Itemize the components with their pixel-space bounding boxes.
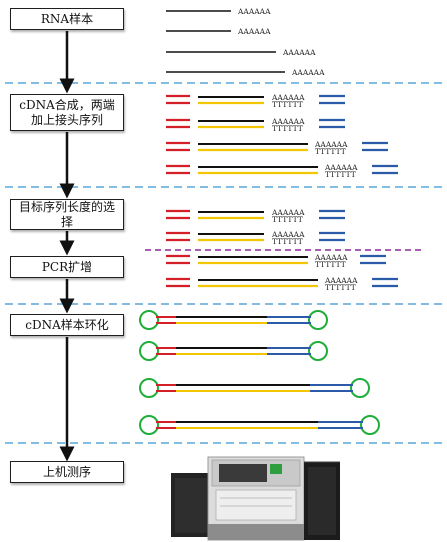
polyA-tail: AAAAAA bbox=[271, 117, 305, 126]
cdna-fragment: AAAAAA TTTTTT bbox=[166, 140, 388, 156]
loop-right bbox=[308, 341, 328, 361]
loop-left bbox=[139, 341, 159, 361]
polyA-tail: AAAAAA bbox=[271, 230, 305, 239]
circularized-cdna bbox=[139, 310, 380, 435]
selected-fragments: AAAAAA TTTTTT AAAAAA TTTTTT AAAAAA TTTTT… bbox=[166, 208, 398, 292]
loop-left bbox=[139, 415, 159, 435]
tower-panel bbox=[308, 467, 336, 535]
loop-right bbox=[308, 310, 328, 330]
polyA-tail: AAAAAA bbox=[324, 163, 358, 172]
polyA-tail: AAAAAA bbox=[237, 7, 271, 16]
section-dividers bbox=[5, 82, 443, 444]
rna-strand: AAAAAA bbox=[166, 27, 271, 36]
stage-sequencing: 上机测序 bbox=[10, 461, 124, 483]
rna-strand: AAAAAA bbox=[166, 68, 325, 77]
polyA-tail: AAAAAA bbox=[314, 140, 348, 149]
polyA-tail: AAAAAA bbox=[324, 276, 358, 285]
circular-molecule bbox=[139, 341, 328, 361]
stage-label: 上机测序 bbox=[42, 464, 91, 479]
stage-label: cDNA合成，两端加上接头序列 bbox=[19, 97, 115, 127]
loop-left bbox=[139, 310, 159, 330]
sequencer-base bbox=[208, 524, 304, 540]
stage-cdna-synthesis: cDNA合成，两端加上接头序列 bbox=[10, 94, 124, 131]
circular-molecule bbox=[139, 415, 380, 435]
stage-label: cDNA样本环化 bbox=[25, 317, 109, 332]
polyA-tail: AAAAAA bbox=[237, 27, 271, 36]
polyT-tail: TTTTTT bbox=[325, 283, 356, 292]
cdna-fragment: AAAAAA TTTTTT bbox=[166, 253, 386, 269]
polyT-tail: TTTTTT bbox=[272, 215, 303, 224]
sequencer-logo-badge bbox=[270, 464, 282, 474]
cdna-adapter-set: AAAAAA TTTTTT AAAAAA TTTTTT AAAAAA TTTTT… bbox=[166, 93, 398, 179]
polyT-tail: TTTTTT bbox=[315, 260, 346, 269]
loop-right bbox=[360, 415, 380, 435]
polyA-tail: AAAAAA bbox=[282, 48, 316, 57]
polyA-tail: AAAAAA bbox=[271, 208, 305, 217]
stage-label: 目标序列长度的选择 bbox=[18, 199, 115, 229]
stage-pcr: PCR扩增 bbox=[10, 256, 124, 278]
cdna-fragment: AAAAAA TTTTTT bbox=[166, 117, 345, 133]
polyT-tail: TTTTTT bbox=[272, 237, 303, 246]
stage-rna-sample: RNA样本 bbox=[10, 8, 124, 30]
rna-strand: AAAAAA bbox=[166, 48, 316, 57]
cdna-fragment: AAAAAA TTTTTT bbox=[166, 208, 345, 224]
sequencer-window bbox=[219, 464, 267, 482]
loop-left bbox=[139, 378, 159, 398]
sequencer-panel bbox=[215, 489, 297, 521]
stage-label: RNA样本 bbox=[40, 11, 94, 26]
circular-molecule bbox=[139, 378, 370, 398]
loop-right bbox=[350, 378, 370, 398]
circular-molecule bbox=[139, 310, 328, 330]
polyA-tail: AAAAAA bbox=[271, 93, 305, 102]
cdna-fragment: AAAAAA TTTTTT bbox=[166, 163, 398, 179]
cdna-fragment: AAAAAA TTTTTT bbox=[166, 276, 398, 292]
sequencer-machine-icon bbox=[171, 456, 340, 541]
sequencer-side-panel bbox=[175, 478, 207, 533]
stage-label: PCR扩增 bbox=[41, 259, 93, 274]
polyT-tail: TTTTTT bbox=[315, 147, 346, 156]
rna-strands: AAAAAA AAAAAA AAAAAA AAAAAA bbox=[166, 7, 325, 77]
polyT-tail: TTTTTT bbox=[325, 170, 356, 179]
polyA-tail: AAAAAA bbox=[291, 68, 325, 77]
cdna-fragment: AAAAAA TTTTTT bbox=[166, 93, 345, 109]
rna-strand: AAAAAA bbox=[166, 7, 271, 16]
polyA-tail: AAAAAA bbox=[314, 253, 348, 262]
cdna-fragment: AAAAAA TTTTTT bbox=[166, 230, 345, 246]
polyT-tail: TTTTTT bbox=[272, 100, 303, 109]
stage-circularization: cDNA样本环化 bbox=[10, 314, 124, 336]
polyT-tail: TTTTTT bbox=[272, 124, 303, 133]
stage-length-selection: 目标序列长度的选择 bbox=[10, 199, 124, 230]
